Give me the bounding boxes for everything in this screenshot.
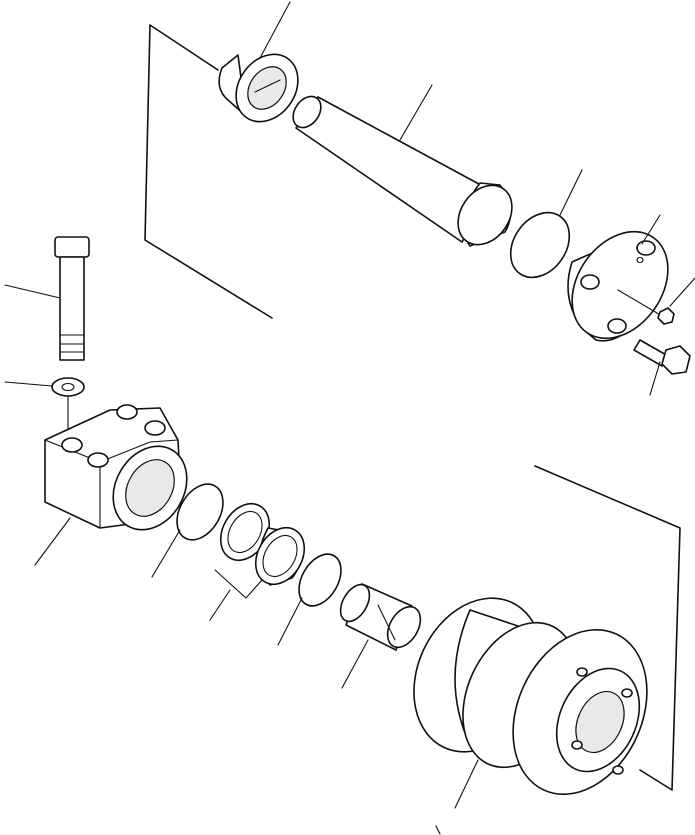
- roller-part: [413, 597, 648, 796]
- leader-line: [209, 589, 231, 621]
- leader-line: [4, 284, 61, 299]
- seal-ring-part: [254, 526, 306, 586]
- leader-line: [649, 361, 661, 396]
- leader-line: [641, 214, 661, 245]
- leader-line: [435, 825, 441, 835]
- leader-line: [341, 639, 369, 689]
- bushing-part: [339, 583, 422, 651]
- leader-line: [559, 169, 583, 216]
- long-bolt-part: [54, 236, 90, 361]
- o-ring-part: [298, 553, 342, 607]
- leader-line: [454, 759, 479, 809]
- leader-line: [277, 597, 303, 646]
- leader-line: [669, 277, 695, 307]
- collar-part: [218, 53, 299, 123]
- leader-line: [399, 84, 433, 141]
- washer-part: [51, 377, 85, 397]
- shaft-part: [292, 95, 513, 247]
- cover-plate-part: [567, 230, 669, 342]
- upper-group-frame: [144, 24, 273, 319]
- nut-part: [617, 289, 675, 325]
- leader-line: [4, 381, 53, 387]
- o-ring-part: [176, 483, 224, 541]
- leader-line: [214, 569, 263, 599]
- bolt-small-part: [633, 339, 691, 375]
- housing-part: [44, 404, 188, 531]
- leader-line: [34, 517, 71, 566]
- lower-group-frame: [534, 465, 681, 791]
- leader-line: [259, 1, 291, 59]
- o-ring-part: [509, 211, 571, 279]
- leader-line: [151, 529, 181, 578]
